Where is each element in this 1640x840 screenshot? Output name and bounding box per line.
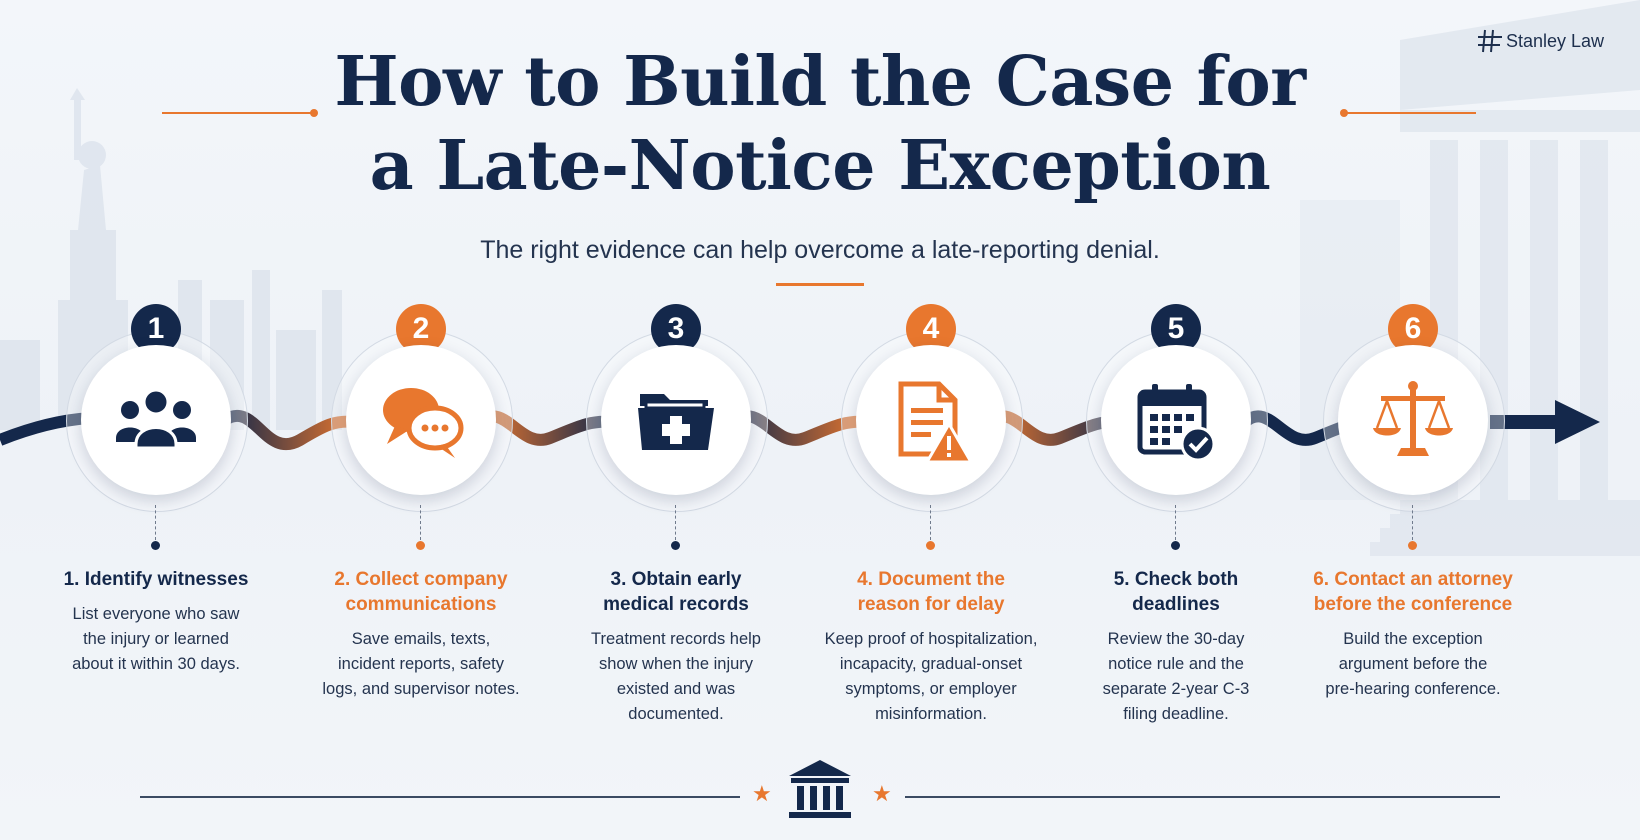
brand-name: Stanley Law [1506, 30, 1605, 51]
step-4-connector [930, 505, 931, 540]
step-6-icon-circle [1338, 345, 1488, 495]
courthouse-icon [789, 760, 851, 818]
step-4-pin [926, 541, 935, 550]
footer-star-right: ★ [872, 781, 892, 806]
title-line-1: How to Build the Case for [334, 42, 1306, 122]
subtitle: The right evidence can help overcome a l… [480, 236, 1160, 264]
step-1-heading: 1. Identify witnesses [63, 569, 249, 590]
step-2-body: Save emails, texts,incident reports, saf… [322, 630, 520, 698]
step-6-connector [1412, 505, 1413, 540]
chat-bubbles-icon [383, 388, 464, 458]
step-3-connector [675, 505, 676, 540]
step-2-pin [416, 541, 425, 550]
step-1-pin [151, 541, 160, 550]
title-decoration-right-dot [1340, 109, 1348, 117]
title-decoration-left-dot [310, 109, 318, 117]
document-warning-icon [898, 381, 974, 464]
step-1-icon-circle [81, 345, 231, 495]
step-2-connector [420, 505, 421, 540]
title-line-2: a Late-Notice Exception [369, 126, 1271, 206]
subtitle-rule [776, 283, 864, 286]
step-4-icon-circle [856, 345, 1006, 495]
brand-logo: Stanley Law [1476, 28, 1606, 54]
step-5-connector [1175, 505, 1176, 540]
medical-folder-icon [638, 394, 714, 450]
step-3-pin [671, 541, 680, 550]
step-2-icon-circle [346, 345, 496, 495]
step-6-pin [1408, 541, 1417, 550]
step-2-number-badge: 2 [396, 304, 446, 354]
title-decoration-left-line [162, 112, 312, 114]
flow-arrowhead [1555, 400, 1600, 444]
footer-star-left: ★ [752, 781, 772, 806]
step-5-pin [1171, 541, 1180, 550]
step-4-body: Keep proof of hospitalization,incapacity… [824, 630, 1038, 723]
scales-of-justice-icon [1373, 381, 1453, 456]
calendar-check-icon [1137, 384, 1216, 462]
title-decoration-right-line [1346, 112, 1476, 114]
footer-rule-right [905, 796, 1500, 798]
footer-rule-left [140, 796, 740, 798]
hash-logo-icon [1478, 29, 1502, 53]
page-title: How to Build the Case for a Late-Notice … [300, 40, 1340, 208]
step-3-icon-circle [601, 345, 751, 495]
people-group-icon [116, 388, 196, 450]
step-1-connector [155, 505, 156, 540]
step-5-icon-circle [1101, 345, 1251, 495]
